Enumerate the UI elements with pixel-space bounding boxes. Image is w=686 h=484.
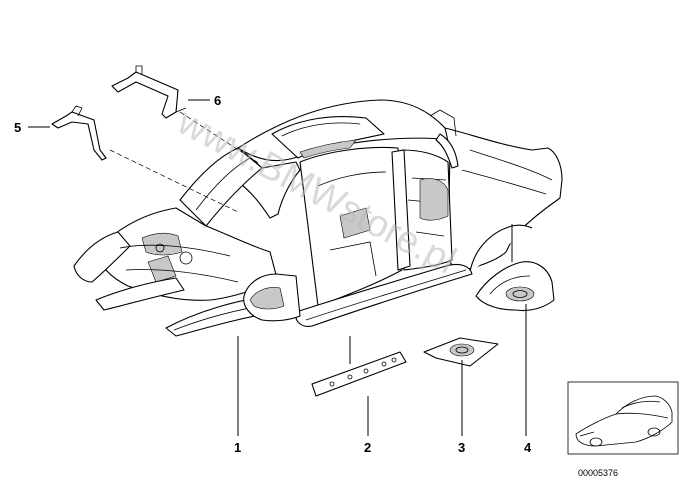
callout-2[interactable]: 2 <box>364 440 371 455</box>
part-4-wheelhouse-cover[interactable] <box>475 261 555 312</box>
callout-6[interactable]: 6 <box>214 93 221 108</box>
car-thumbnail <box>575 395 673 447</box>
part-5-bracket[interactable] <box>51 105 107 161</box>
callout-4[interactable]: 4 <box>524 440 532 455</box>
leader-lines <box>28 99 527 436</box>
body-shell[interactable] <box>73 99 563 337</box>
document-number: 00005376 <box>578 468 618 478</box>
thumbnail-box: 00005376 <box>567 381 679 478</box>
part-6-bracket[interactable] <box>111 65 187 119</box>
callout-5[interactable]: 5 <box>14 120 21 135</box>
part-2-floor-plate[interactable] <box>311 351 407 397</box>
callout-3[interactable]: 3 <box>458 440 465 455</box>
part-3-bracket-plate[interactable] <box>423 337 499 367</box>
callout-1[interactable]: 1 <box>234 440 241 455</box>
